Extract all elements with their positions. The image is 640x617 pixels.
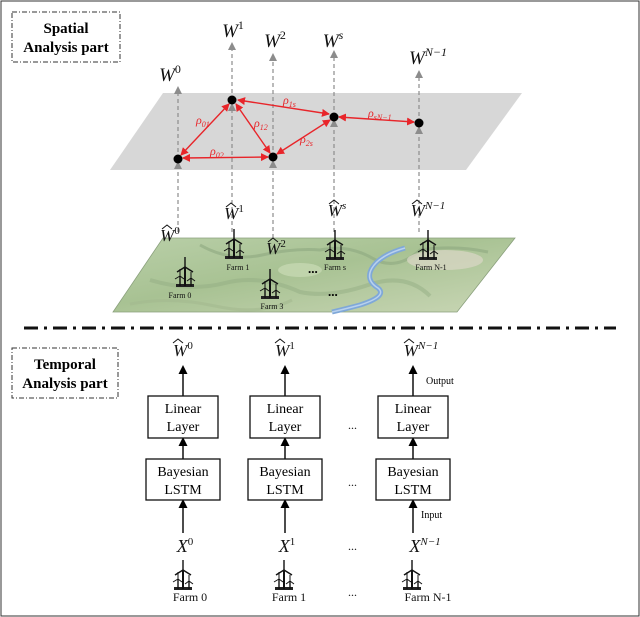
- map-ellipsis-1: ...: [308, 261, 318, 276]
- svg-text:Linear: Linear: [267, 402, 304, 417]
- output-w2: W2: [264, 28, 286, 52]
- pred-h0: W0: [160, 225, 180, 245]
- map-farm0: Farm 0: [169, 291, 192, 300]
- map-farms: Farm s: [324, 263, 346, 272]
- input-label: Input: [421, 510, 442, 521]
- svg-text:Layer: Layer: [397, 420, 430, 435]
- rho2s-label: ρ2s: [299, 132, 313, 148]
- col-ellipsis-3: ...: [348, 539, 357, 553]
- input-xN: XN−1: [408, 536, 440, 556]
- node-0: [173, 154, 183, 164]
- pred-h1: W1: [224, 203, 244, 223]
- temporal-hat-marks: [172, 338, 415, 344]
- svg-text:LSTM: LSTM: [394, 483, 432, 498]
- hat-marks: [161, 199, 423, 243]
- pred-h2: W2: [266, 238, 286, 258]
- edge-01: [180, 103, 230, 156]
- farm1-label: Farm 1: [272, 590, 306, 604]
- bayesian-lstm-0: Bayesian LSTM: [145, 458, 221, 501]
- rho1s-label: ρ1s: [282, 93, 296, 109]
- pred-hN: WN−1: [411, 200, 445, 220]
- map-ellipsis-2: ...: [328, 284, 338, 299]
- temporal-out-0: W0: [173, 340, 193, 360]
- svg-text:Layer: Layer: [167, 420, 200, 435]
- pred-hs: Ws: [328, 200, 346, 220]
- bayesian-lstm-1: Bayesian LSTM: [247, 458, 323, 501]
- output-ws: Ws: [323, 28, 344, 52]
- spatial-plane: [110, 93, 522, 170]
- svg-text:Linear: Linear: [395, 402, 432, 417]
- temporal-label-line1: Temporal: [34, 357, 96, 373]
- map-farm1: Farm 1: [227, 263, 250, 272]
- rho12-label: ρ12: [253, 116, 268, 132]
- rhosN-label: ρsN−1: [367, 106, 392, 122]
- svg-text:Layer: Layer: [269, 420, 302, 435]
- svg-text:Bayesian: Bayesian: [259, 465, 310, 480]
- spatial-label-box: Spatial Analysis part: [11, 11, 121, 63]
- spatial-label-line2: Analysis part: [23, 40, 108, 56]
- node-s: [329, 112, 339, 122]
- col-ellipsis-2: ...: [348, 475, 357, 489]
- edge-02: [182, 153, 269, 162]
- temporal-label-box: Temporal Analysis part: [11, 347, 119, 399]
- temporal-label-line2: Analysis part: [22, 376, 107, 392]
- temporal-out-N: WN−1: [404, 340, 438, 360]
- farm0-label: Farm 0: [173, 590, 207, 604]
- temporal-out-1: W1: [275, 340, 295, 360]
- linear-layer-N: Linear Layer: [377, 395, 449, 439]
- output-label: Output: [426, 376, 454, 387]
- spatial-label-line1: Spatial: [43, 21, 88, 37]
- input-x1: X1: [278, 536, 296, 556]
- correlation-edges: [180, 97, 415, 162]
- edge-1s: [237, 97, 330, 117]
- terrain-map: [112, 237, 516, 315]
- flow-arrows: [178, 365, 418, 533]
- svg-text:LSTM: LSTM: [164, 483, 202, 498]
- svg-text:LSTM: LSTM: [266, 483, 304, 498]
- col-ellipsis-4: ...: [348, 585, 357, 599]
- svg-text:Bayesian: Bayesian: [157, 465, 208, 480]
- node-1: [227, 95, 237, 105]
- node-2: [268, 152, 278, 162]
- linear-layer-0: Linear Layer: [147, 395, 219, 439]
- farmN-label: Farm N-1: [405, 590, 452, 604]
- map-farmN: Farm N-1: [415, 263, 446, 272]
- edge-sN: [338, 113, 415, 126]
- map-farm3: Farm 3: [261, 302, 284, 311]
- svg-text:Linear: Linear: [165, 402, 202, 417]
- rho02-label: ρ02: [209, 144, 224, 160]
- output-w1: W1: [222, 18, 244, 42]
- output-wN: WN−1: [409, 45, 447, 69]
- svg-text:Bayesian: Bayesian: [387, 465, 438, 480]
- rho01-label: ρ01: [195, 113, 210, 129]
- graph-nodes: [173, 95, 424, 164]
- linear-layer-1: Linear Layer: [249, 395, 321, 439]
- input-x0: X0: [176, 536, 194, 556]
- output-w0: W0: [159, 62, 181, 86]
- col-ellipsis-1: ...: [348, 418, 357, 432]
- bayesian-lstm-N: Bayesian LSTM: [375, 458, 451, 501]
- edge-2s: [276, 119, 331, 155]
- node-N: [414, 118, 424, 128]
